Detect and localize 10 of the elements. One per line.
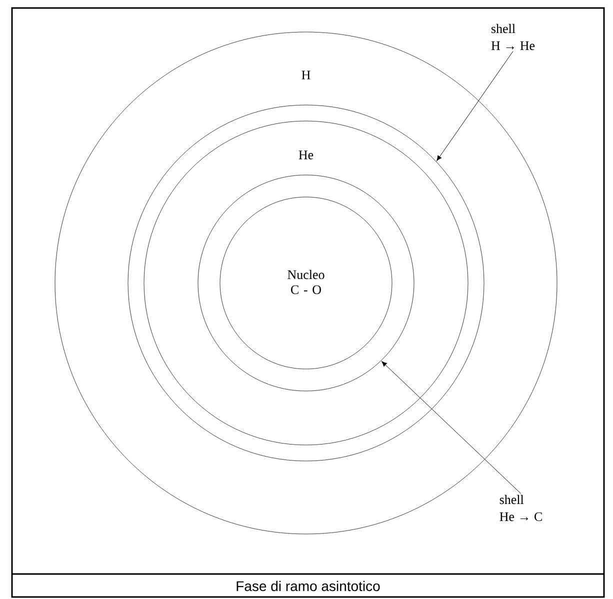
layer-circle: [198, 174, 414, 392]
arrow: [382, 361, 522, 494]
layer-label: Nucleo C - O: [288, 270, 324, 294]
shell-label: shell H → He: [491, 24, 535, 50]
caption: Fase di ramo asintotico: [236, 580, 380, 592]
layer-label: He: [298, 150, 314, 160]
layer-label: H: [302, 70, 310, 80]
shell-label: shell He → C: [500, 494, 542, 522]
layer-circle: [128, 104, 484, 462]
arrow: [436, 51, 514, 161]
